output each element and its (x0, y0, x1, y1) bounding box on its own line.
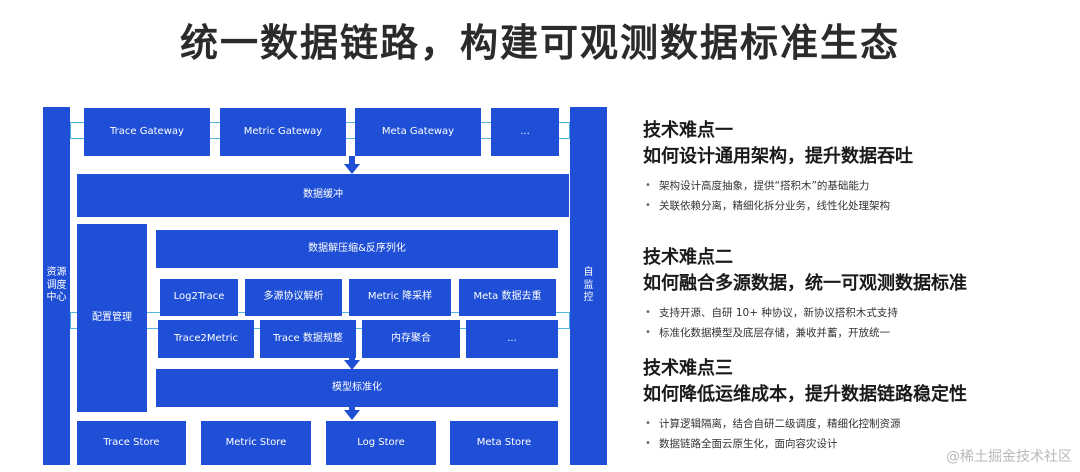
down-arrow-icon (344, 360, 360, 370)
difficulty-list: 支持开源、自研 10+ 种协议，新协议搭积木式支持 标准化数据模型及底层存储，兼… (643, 303, 1073, 343)
difficulty-subtitle: 如何降低运维成本，提升数据链路稳定性 (643, 384, 967, 405)
meta-gateway: Meta Gateway (355, 108, 481, 156)
model-standardization: 模型标准化 (156, 369, 558, 407)
difficulty-subtitle: 如何设计通用架构，提升数据吞吐 (643, 146, 913, 167)
page-title: 统一数据链路，构建可观测数据标准生态 (179, 21, 900, 65)
list-item: 支持开源、自研 10+ 种协议，新协议搭积木式支持 (643, 303, 1073, 323)
metric-downsample: Metric 降采样 (349, 279, 451, 316)
data-buffer: 数据缓冲 (77, 174, 569, 217)
list-item: 架构设计高度抽象，提供“搭积木”的基础能力 (643, 176, 1073, 196)
meta-store: Meta Store (450, 421, 558, 465)
resource-scheduling-center: 资源 调度 中心 (43, 107, 70, 465)
down-arrow-icon (344, 410, 360, 420)
difficulty-list: 架构设计高度抽象，提供“搭积木”的基础能力 关联依赖分离，精细化拆分业务，线性化… (643, 176, 1073, 216)
arrow-stem (349, 407, 355, 411)
difficulty-two: 技术难点二 如何融合多源数据，统一可观测数据标准 支持开源、自研 10+ 种协议… (643, 245, 1073, 343)
trace2metric: Trace2Metric (158, 320, 254, 358)
config-management: 配置管理 (77, 224, 147, 412)
difficulty-title: 技术难点三 (643, 358, 733, 379)
trace-normalize: Trace 数据规整 (260, 320, 356, 358)
difficulty-title: 技术难点一 (643, 120, 733, 141)
list-item: 关联依赖分离，精细化拆分业务，线性化处理架构 (643, 196, 1073, 216)
difficulty-title: 技术难点二 (643, 247, 733, 268)
difficulty-subtitle: 如何融合多源数据，统一可观测数据标准 (643, 273, 967, 294)
down-arrow-icon (344, 164, 360, 174)
self-monitoring: 自 监 控 (570, 107, 607, 465)
difficulty-one: 技术难点一 如何设计通用架构，提升数据吞吐 架构设计高度抽象，提供“搭积木”的基… (643, 118, 1073, 216)
difficulty-list: 计算逻辑隔离，结合自研二级调度，精细化控制资源 数据链路全面云原生化，面向容灾设… (643, 414, 1073, 454)
list-item: 数据链路全面云原生化，面向容灾设计 (643, 434, 1073, 454)
decompress-deserialize: 数据解压缩&反序列化 (156, 230, 558, 268)
metric-store: Metric Store (201, 421, 311, 465)
trace-gateway: Trace Gateway (84, 108, 210, 156)
meta-dedup: Meta 数据去重 (459, 279, 556, 316)
list-item: 计算逻辑隔离，结合自研二级调度，精细化控制资源 (643, 414, 1073, 434)
arrow-stem (349, 156, 355, 164)
log-store: Log Store (326, 421, 436, 465)
more-processing: ... (466, 320, 558, 358)
multi-protocol-parse: 多源协议解析 (245, 279, 342, 316)
metric-gateway: Metric Gateway (220, 108, 346, 156)
difficulty-three: 技术难点三 如何降低运维成本，提升数据链路稳定性 计算逻辑隔离，结合自研二级调度… (643, 356, 1073, 454)
log2trace: Log2Trace (160, 279, 238, 316)
more-gateway: ... (491, 108, 559, 156)
trace-store: Trace Store (77, 421, 186, 465)
watermark: @稀土掘金技术社区 (946, 449, 1072, 465)
memory-aggregation: 内存聚合 (362, 320, 460, 358)
list-item: 标准化数据模型及底层存储，兼收并蓄，开放统一 (643, 323, 1073, 343)
